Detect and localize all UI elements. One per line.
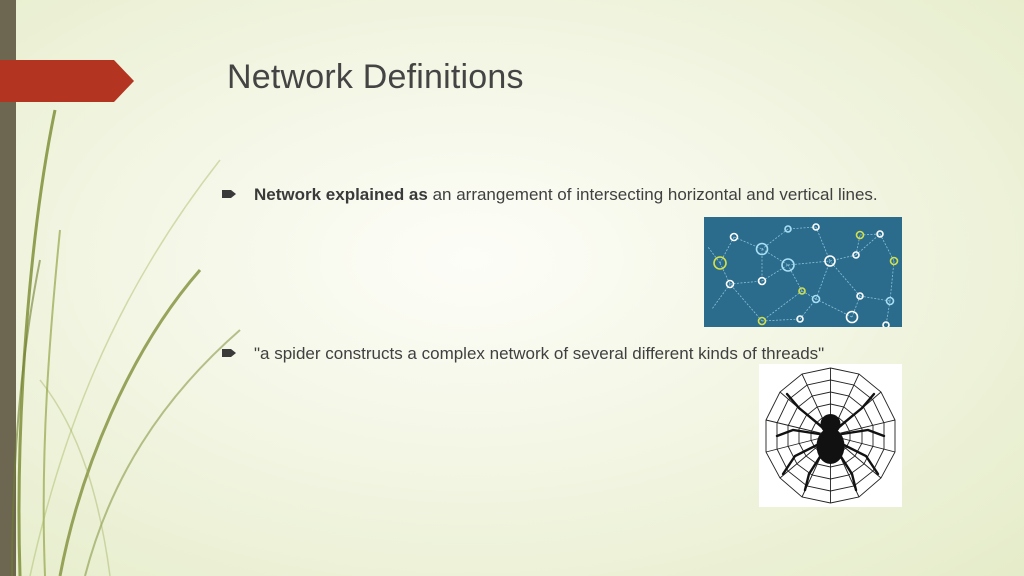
spider-web-image [759,364,902,507]
bullet-text: Network explained as an arrangement of i… [254,184,914,206]
bullet-arrow-icon [222,349,236,357]
left-decorative-bar [0,0,16,576]
bullet-text: "a spider constructs a complex network o… [254,344,825,363]
network-graph-image [704,217,902,327]
slide-title: Network Definitions [227,58,524,96]
decorative-grass-strokes [11,109,241,576]
bullet-rest-text: an arrangement of intersecting horizonta… [427,185,878,204]
title-accent-arrow [0,60,134,102]
bullet-arrow-icon [222,190,236,198]
bullet-bold-text: Network explained as [254,185,428,204]
